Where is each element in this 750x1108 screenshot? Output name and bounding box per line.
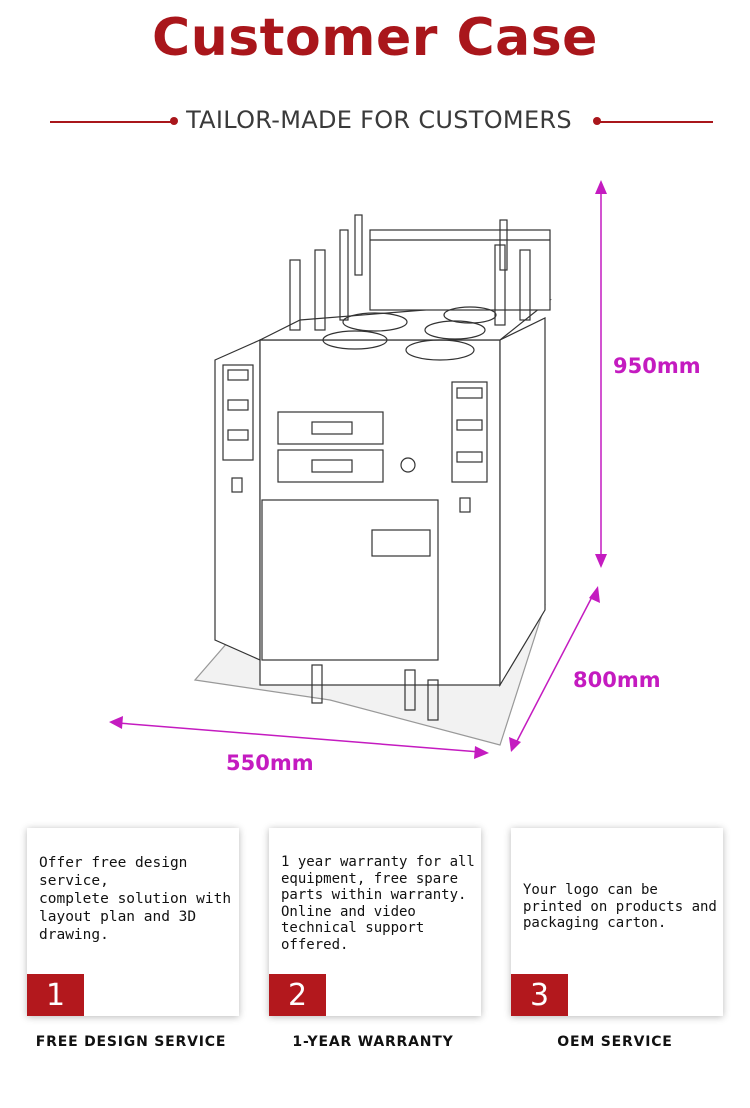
service-card-oem: Your logo can be printed on products and… <box>511 828 723 1016</box>
noodle-cooker-drawing: 950mm 800mm 550mm <box>109 180 701 775</box>
service-caption-warranty: 1-YEAR WARRANTY <box>292 1034 454 1050</box>
service-card-warranty: 1 year warranty for all equipment, free … <box>269 828 481 1016</box>
service-card-text: Your logo can be printed on products and… <box>523 882 717 931</box>
service-card-text: Offer free design service, complete solu… <box>39 855 232 943</box>
service-caption-oem: OEM SERVICE <box>557 1034 673 1050</box>
height-dimension-label: 950mm <box>613 354 701 378</box>
divider-dot-left <box>170 117 178 125</box>
service-number-badge: 2 <box>269 974 326 1016</box>
service-card-text: 1 year warranty for all equipment, free … <box>281 854 475 953</box>
width-dimension-label: 550mm <box>226 751 314 775</box>
service-number-badge: 1 <box>27 974 84 1016</box>
service-card-design: Offer free design service, complete solu… <box>27 828 239 1016</box>
service-number-badge: 3 <box>511 974 568 1016</box>
subtitle-row: TAILOR-MADE FOR CUSTOMERS <box>0 104 750 140</box>
page-title: Customer Case <box>152 8 598 68</box>
page-subtitle: TAILOR-MADE FOR CUSTOMERS <box>186 106 572 134</box>
depth-dimension-label: 800mm <box>573 668 661 692</box>
divider-dot-right <box>593 117 601 125</box>
service-caption-design: FREE DESIGN SERVICE <box>35 1034 227 1050</box>
divider-right <box>599 121 713 123</box>
divider-left <box>50 121 172 123</box>
